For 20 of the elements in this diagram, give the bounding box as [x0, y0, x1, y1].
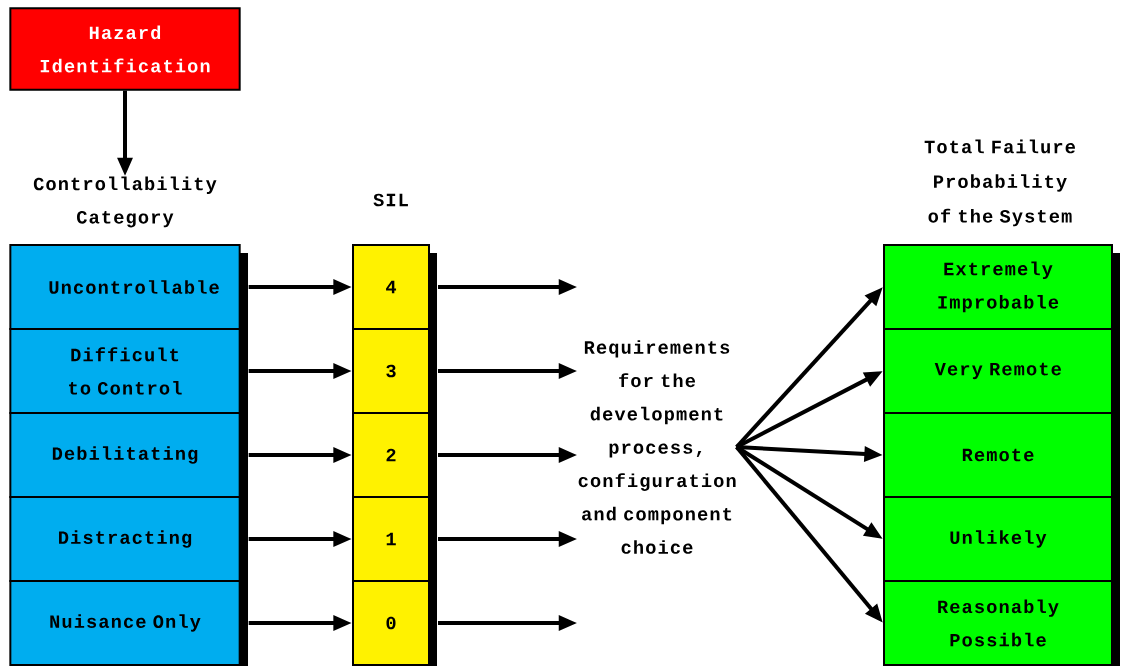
column-heading: Controllability Category	[33, 176, 217, 228]
sil-box: 3	[352, 328, 437, 421]
probability-box: Very Remote	[883, 328, 1120, 421]
category-box: Distracting	[9, 496, 248, 589]
column-heading: Total Failure Probability of the System	[924, 139, 1075, 227]
probability-box: Reasonably Possible	[883, 580, 1120, 666]
sil-box: 0	[352, 580, 437, 666]
category-box: Debilitating	[9, 412, 248, 505]
probability-box: Unlikely	[883, 496, 1120, 589]
sil-box: 1	[352, 496, 437, 589]
probability-box: Remote	[883, 412, 1120, 505]
category-box: Uncontrollable	[9, 244, 248, 337]
probability-box: Extremely Improbable	[883, 244, 1120, 337]
column-heading: SIL	[373, 193, 408, 207]
category-box: Nuisance Only	[9, 580, 248, 666]
process-box: Hazard Identification	[9, 7, 241, 91]
sil-box: 4	[352, 244, 437, 337]
sil-box: 2	[352, 412, 437, 505]
category-box: Difficult to Control	[9, 328, 248, 421]
requirements-text: Requirements for the development process, configuration and component choice	[578, 340, 736, 554]
